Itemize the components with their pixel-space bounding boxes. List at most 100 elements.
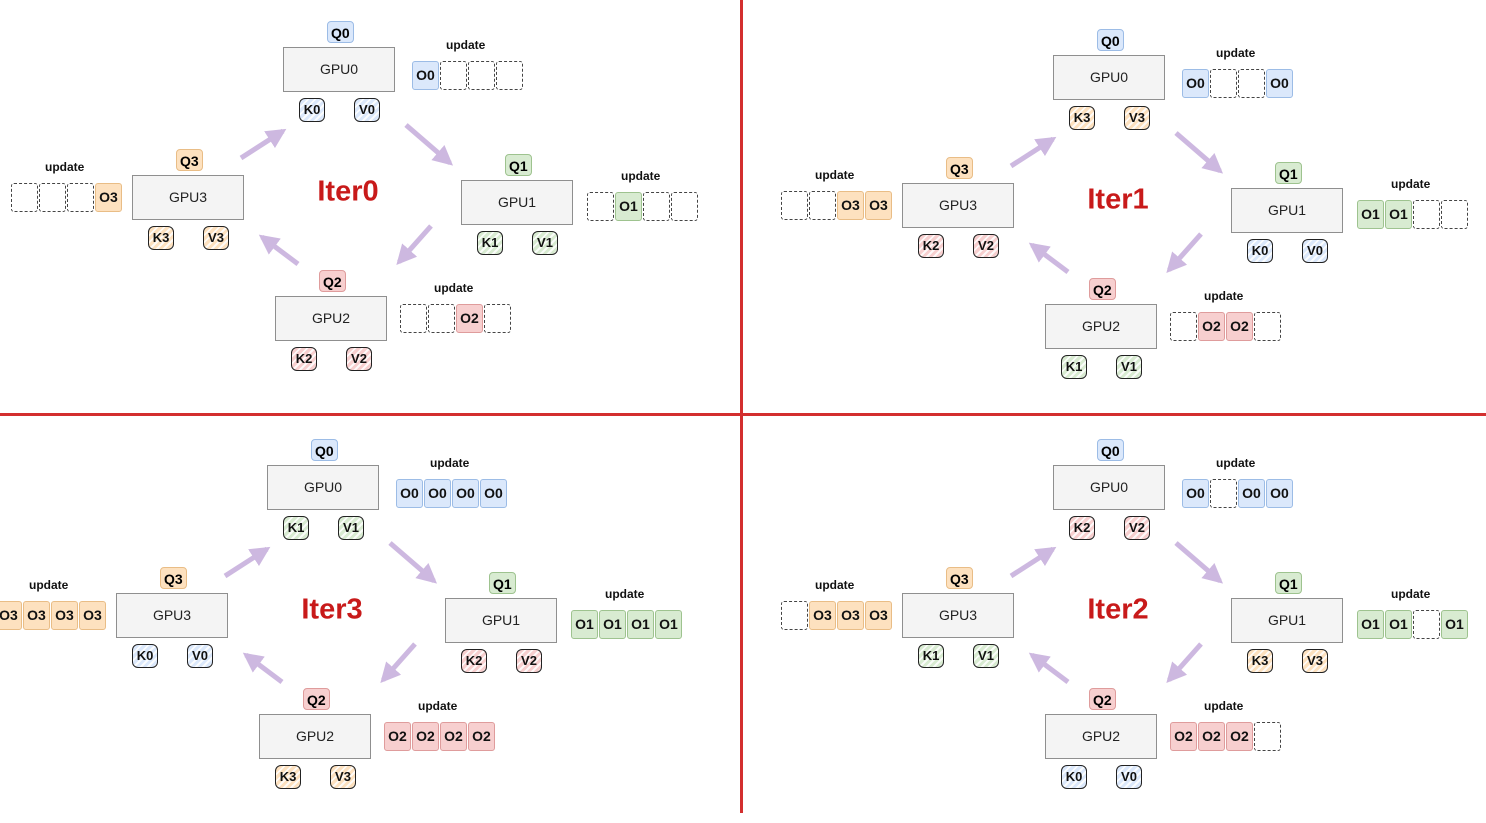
output-block: O1 <box>1441 610 1468 639</box>
output-block: O0 <box>452 479 479 508</box>
value-block: V1 <box>532 231 558 255</box>
query-block: Q0 <box>311 439 338 461</box>
value-block: V2 <box>516 649 542 673</box>
iteration-title: Iter3 <box>301 593 363 626</box>
horizontal-divider <box>0 413 1486 416</box>
query-block: Q1 <box>1275 572 1302 594</box>
ring-pass-arrow <box>1009 546 1057 579</box>
output-block: O2 <box>1170 722 1197 751</box>
gpu-node: GPU0 <box>1053 55 1165 100</box>
update-label: update <box>815 578 855 592</box>
gpu-node: GPU0 <box>283 47 395 92</box>
key-block: K2 <box>1069 516 1095 540</box>
gpu-node: GPU0 <box>1053 465 1165 510</box>
output-block: O3 <box>809 601 836 630</box>
empty-output-slot <box>587 192 614 221</box>
key-block: K2 <box>291 347 317 371</box>
output-block: O1 <box>1385 610 1412 639</box>
output-block: O3 <box>79 601 106 630</box>
empty-output-slot <box>1210 69 1237 98</box>
empty-output-slot <box>1441 200 1468 229</box>
empty-output-slot <box>1413 200 1440 229</box>
value-block: V3 <box>203 226 229 250</box>
value-block: V0 <box>1302 239 1328 263</box>
key-block: K1 <box>918 644 944 668</box>
value-block: V3 <box>1124 106 1150 130</box>
query-block: Q3 <box>176 149 203 171</box>
key-block: K3 <box>1069 106 1095 130</box>
output-block: O2 <box>468 722 495 751</box>
output-block: O1 <box>1385 200 1412 229</box>
query-block: Q0 <box>327 21 354 43</box>
value-block: V3 <box>1302 649 1328 673</box>
gpu-node: GPU2 <box>1045 304 1157 349</box>
output-block: O2 <box>1226 722 1253 751</box>
ring-pass-arrow <box>396 224 433 265</box>
key-block: K0 <box>1061 765 1087 789</box>
output-block: O3 <box>51 601 78 630</box>
update-label: update <box>1216 46 1256 60</box>
update-label: update <box>1391 587 1431 601</box>
query-block: Q0 <box>1097 29 1124 51</box>
output-block: O1 <box>1357 200 1384 229</box>
key-block: K1 <box>1061 355 1087 379</box>
output-block: O1 <box>627 610 654 639</box>
value-block: V0 <box>1116 765 1142 789</box>
ring-pass-arrow <box>380 642 417 683</box>
ring-pass-arrow <box>1166 232 1203 273</box>
ring-pass-arrow <box>404 123 454 166</box>
output-block: O3 <box>95 183 122 212</box>
iteration-title: Iter0 <box>317 175 379 208</box>
ring-arrows <box>1009 541 1224 684</box>
query-block: Q1 <box>505 154 532 176</box>
empty-output-slot <box>11 183 38 212</box>
output-block: O0 <box>412 61 439 90</box>
ring-pass-arrow <box>1009 136 1057 169</box>
output-block: O1 <box>655 610 682 639</box>
query-block: Q1 <box>1275 162 1302 184</box>
key-block: K1 <box>283 516 309 540</box>
key-block: K0 <box>132 644 158 668</box>
query-block: Q2 <box>1089 278 1116 300</box>
vertical-divider <box>740 0 743 813</box>
output-block: O1 <box>615 192 642 221</box>
update-label: update <box>446 38 486 52</box>
gpu-node: GPU3 <box>902 183 1014 228</box>
query-block: Q2 <box>319 270 346 292</box>
ring-pass-arrow <box>258 234 300 266</box>
ring-arrows <box>239 123 454 266</box>
query-block: Q3 <box>946 567 973 589</box>
ring-pass-arrow <box>1174 541 1224 584</box>
key-block: K2 <box>461 649 487 673</box>
key-block: K2 <box>918 234 944 258</box>
value-block: V3 <box>330 765 356 789</box>
output-block: O3 <box>865 191 892 220</box>
query-block: Q0 <box>1097 439 1124 461</box>
ring-pass-arrow <box>239 128 287 161</box>
query-block: Q3 <box>946 157 973 179</box>
empty-output-slot <box>643 192 670 221</box>
empty-output-slot <box>781 191 808 220</box>
update-label: update <box>1204 699 1244 713</box>
value-block: V2 <box>1124 516 1150 540</box>
update-label: update <box>418 699 458 713</box>
ring-pass-arrow <box>388 541 438 584</box>
output-block: O1 <box>599 610 626 639</box>
empty-output-slot <box>400 304 427 333</box>
output-block: O0 <box>1182 479 1209 508</box>
key-block: K0 <box>1247 239 1273 263</box>
empty-output-slot <box>1254 722 1281 751</box>
query-block: Q1 <box>489 572 516 594</box>
output-buffer: O1 <box>587 192 699 221</box>
update-label: update <box>434 281 474 295</box>
output-block: O0 <box>480 479 507 508</box>
empty-output-slot <box>496 61 523 90</box>
empty-output-slot <box>1170 312 1197 341</box>
update-label: update <box>430 456 470 470</box>
